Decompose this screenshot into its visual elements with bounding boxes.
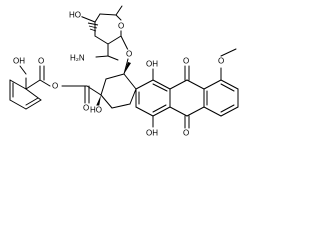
atom-label-oh-upper: OH (146, 60, 158, 69)
bond (123, 58, 129, 75)
atom-label-background (182, 128, 190, 138)
atom-label-background (217, 56, 225, 66)
bond (186, 106, 205, 117)
bond (169, 106, 188, 117)
atom-label-background (117, 21, 125, 31)
atom-label-background (51, 81, 59, 91)
hashed-bond (87, 22, 99, 32)
bond (152, 79, 171, 90)
bond (39, 79, 51, 87)
bond (220, 106, 239, 117)
bond (25, 99, 42, 110)
atom-label-backgrounds (12, 10, 225, 138)
atom-label-o-methoxy: O (218, 57, 224, 66)
atom-label-o-ketone: O (83, 104, 89, 113)
bond (220, 48, 237, 57)
bond (25, 79, 41, 90)
bond (9, 79, 27, 90)
atom-label-background (125, 49, 133, 59)
bond (79, 15, 96, 23)
bond (100, 78, 107, 96)
atom-label-oh-phenol: OH (13, 57, 25, 66)
bond (135, 79, 154, 90)
atom-label-background (69, 53, 86, 63)
atom-labels: HO H₂N O O OH O O OH O O HO O OH O (13, 11, 224, 138)
bond (169, 79, 188, 90)
bond (19, 65, 27, 75)
bond (115, 5, 123, 16)
atom-label-background (82, 103, 90, 113)
stereo-bonds (87, 22, 131, 107)
bond (203, 79, 222, 90)
bond (152, 83, 168, 92)
atom-label-background (182, 56, 190, 66)
bond (95, 55, 109, 58)
atom-label-o-quinone-top: O (183, 57, 189, 66)
bond-lines (9, 5, 239, 129)
bond (107, 35, 122, 45)
bond (9, 99, 27, 110)
atom-label-background (37, 56, 45, 66)
bond (120, 35, 129, 51)
atom-label-oh-lower: OH (146, 129, 158, 138)
atom-label-ho-c9: HO (90, 106, 102, 115)
wedge-bond (96, 95, 101, 107)
wedge-bond (124, 62, 131, 74)
atom-label-background (145, 128, 159, 138)
chemical-structure-diagram: HO H₂N O O OH O O OH O O HO O OH O (9, 5, 239, 138)
bond (100, 94, 113, 109)
atom-label-background (12, 56, 26, 66)
bond (105, 73, 125, 80)
bond (107, 55, 119, 61)
bond (135, 106, 154, 117)
atom-label-o-quinone-bottom: O (183, 129, 189, 138)
bond (25, 97, 39, 106)
bond (115, 14, 122, 21)
atom-label-o-glycosidic: O (126, 50, 132, 59)
bond (94, 13, 101, 23)
atom-label-background (68, 10, 82, 20)
bond (111, 103, 131, 109)
atom-label-background (145, 59, 159, 69)
atom-label-ho-sugar: HO (69, 11, 81, 20)
atom-label-o-ester-carbonyl: O (38, 57, 44, 66)
bond (152, 104, 167, 113)
bond (220, 83, 235, 92)
bond (152, 106, 171, 117)
bond (94, 35, 109, 45)
bond (186, 79, 205, 90)
bond (123, 73, 137, 90)
bond (25, 88, 42, 101)
bond (129, 88, 137, 105)
atom-label-o-ring: O (118, 22, 124, 31)
atom-label-o-ester-link: O (52, 82, 58, 91)
bond (203, 106, 222, 117)
bond (220, 104, 235, 113)
atom-label-background (89, 105, 103, 115)
bond (220, 79, 239, 90)
atom-label-h2n-sugar: H₂N (70, 54, 85, 63)
bond (99, 13, 117, 16)
